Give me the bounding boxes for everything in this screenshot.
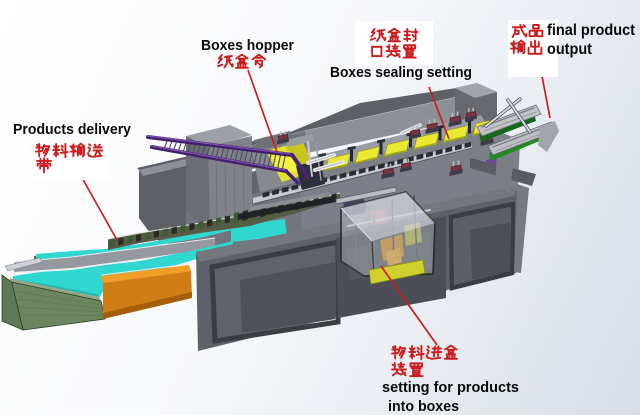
svg-text:final product: final product (547, 22, 636, 39)
svg-text:Products delivery: Products delivery (13, 121, 132, 138)
svg-text:Boxes sealing setting: Boxes sealing setting (330, 64, 472, 81)
svg-text:into boxes: into boxes (388, 398, 459, 415)
svg-text:setting for products: setting for products (382, 379, 519, 396)
svg-text:Boxes hopper: Boxes hopper (201, 37, 294, 54)
svg-text:output: output (547, 41, 593, 58)
